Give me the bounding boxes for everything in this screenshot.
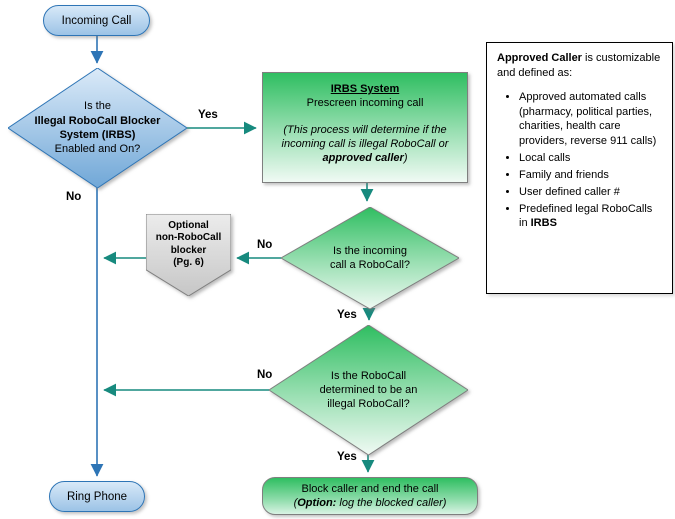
irbs-title: IRBS System [330,83,400,95]
approved-caller-header: Approved Caller is customizable and defi… [497,51,662,81]
ring-phone-label: Ring Phone [66,490,128,503]
approved-bullet-predefined-bold: IRBS [530,217,557,230]
offpage-optional-blocker: Optional non-RoboCall blocker (Pg. 6) [146,214,231,296]
approved-bullet-userdefined: User defined caller # [519,185,662,200]
label-yes-irbs: Yes [198,109,218,121]
approved-bullet-automated: Approved automated calls (pharmacy, poli… [519,90,662,149]
approved-caller-note: Approved Caller is customizable and defi… [486,42,673,294]
irbs-note-bold: approved caller [322,152,404,165]
approved-bullet-predefined-pre: Predefined legal RoboCalls in [519,202,653,230]
approved-caller-list: Approved automated calls (pharmacy, poli… [497,90,662,232]
irbs-note: (This process will determine if the inco… [263,123,467,166]
decision-irbs-enabled: Is the Illegal RoboCall Blocker System (… [8,68,187,188]
approved-bullet-family: Family and friends [519,168,662,183]
terminator-incoming-call: Incoming Call [43,5,150,36]
label-yes-illegal: Yes [337,451,357,463]
label-no-robocall: No [257,239,273,251]
approved-bullet-local: Local calls [519,151,662,166]
block-caller-line1: Block caller and end the call [301,482,439,495]
approved-caller-header-rest: is customizable and defined as: [497,52,661,79]
terminator-block-caller: Block caller and end the call (Option: l… [262,477,478,515]
block-caller-line2-bold: Option: [297,497,337,509]
incoming-call-label: Incoming Call [61,14,132,27]
decision-is-robocall: Is the incoming call a RoboCall? [281,207,459,309]
block-caller-line2: (Option: log the blocked caller) [294,496,447,510]
pentagon-shape-gray [146,214,231,296]
approved-caller-header-bold: Approved Caller [497,52,582,64]
terminator-ring-phone: Ring Phone [49,481,145,512]
irbs-note-pre: (This process will determine if the inco… [281,123,449,150]
irbs-note-post: ) [403,152,408,165]
diamond-shape-green [281,207,459,309]
label-no-illegal: No [257,369,273,381]
label-yes-robocall: Yes [337,309,357,321]
decision-is-illegal-robocall: Is the RoboCall determined to be an ille… [269,325,468,455]
process-irbs-system: IRBS System Prescreen incoming call (Thi… [262,72,468,183]
block-caller-line2-pre: ( [293,497,298,509]
irbs-subtitle: Prescreen incoming call [306,97,424,110]
label-no-irbs: No [66,191,82,203]
diamond-shape-blue [8,68,187,188]
diamond-shape-green [269,325,468,455]
approved-bullet-predefined: Predefined legal RoboCalls in IRBS [519,202,662,232]
block-caller-line2-post: log the blocked caller) [336,497,447,509]
